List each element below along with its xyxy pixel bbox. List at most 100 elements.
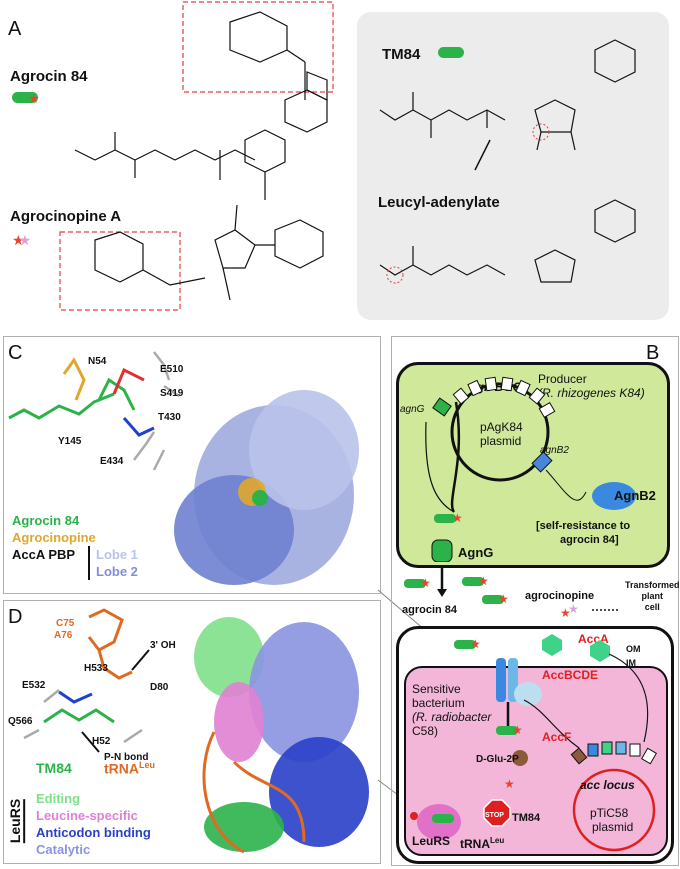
- residue-h533: H533: [84, 663, 108, 674]
- svg-text:★: ★: [498, 592, 509, 606]
- legend-agrocinopine: Agrocinopine: [12, 530, 96, 545]
- sensitive-label-4: C58): [412, 724, 439, 738]
- accbcde-label: AccBCDE: [542, 668, 599, 682]
- residue-a76: A76: [54, 630, 73, 641]
- ptic-label-1: pTiC58: [590, 806, 629, 820]
- red-star-icon: ★: [12, 232, 25, 248]
- trna-text: tRNA: [104, 760, 139, 777]
- agng-gene-label: agnG: [400, 404, 425, 415]
- label-pn-bond: P-N bond: [104, 752, 149, 763]
- tm84-title: TM84: [382, 46, 421, 63]
- residue-e532: E532: [22, 680, 46, 691]
- accf-label: AccF: [542, 730, 572, 744]
- self-resistance-1: [self-resistance to: [536, 520, 631, 532]
- svg-text:★: ★: [560, 606, 571, 620]
- sugar-ring-bottom-2: [274, 219, 324, 269]
- svg-text:★: ★: [452, 511, 463, 525]
- sensitive-diagram: ★ ★ ★: [410, 634, 658, 852]
- residue-d80: D80: [150, 682, 169, 693]
- panel-a-letter: A: [8, 18, 22, 40]
- label-tm84: TM84: [36, 760, 72, 776]
- residue-h52: H52: [92, 736, 111, 747]
- panel-d-letter: D: [8, 606, 23, 628]
- plasmid-label-2: plasmid: [480, 434, 522, 448]
- chemical-structures-right: [379, 39, 636, 284]
- sugar-ring-bottom-1: [94, 231, 144, 283]
- leurs-cartoon: [194, 617, 369, 854]
- legend-lobe2: Lobe 2: [96, 564, 138, 579]
- tm84-label-b: TM84: [512, 812, 541, 824]
- sensitive-label-1: Sensitive: [412, 682, 461, 696]
- producer-diagram: ★: [425, 376, 636, 562]
- trna-sup: Leu: [139, 760, 156, 770]
- analogs-box: [357, 12, 669, 320]
- trna-text-b: tRNA: [460, 837, 490, 851]
- green-pill-icon: [438, 47, 464, 58]
- agnb2-gene-label: agnB2: [540, 445, 569, 456]
- pink-star-icon: ★: [18, 232, 32, 248]
- legend-acca-pbp: AccA PBP: [12, 547, 76, 562]
- leucyladenylate-title: Leucyl-adenylate: [378, 194, 500, 211]
- self-resistance-2: agrocin 84]: [560, 534, 619, 546]
- chemical-structures-left: [59, 1, 334, 311]
- adenine-ring-leu: [594, 199, 636, 243]
- residue-y145: Y145: [58, 436, 82, 447]
- plant-label-3: cell: [644, 602, 660, 612]
- sugar-ring-top: [229, 11, 288, 63]
- plasmid-label-1: pAgK84: [480, 420, 523, 434]
- svg-text:★: ★: [478, 574, 489, 588]
- legend-agrocin84: Agrocin 84: [12, 513, 80, 528]
- sensitive-label-3: (R. radiobacter: [412, 710, 492, 724]
- fructose-ring: [214, 229, 256, 269]
- highlight-box-bottom: [59, 231, 181, 311]
- panel-c-structure: [8, 351, 359, 585]
- highlight-box-top: [182, 1, 334, 93]
- panel-d-legend: Editing Leucine-specific Anticodon bindi…: [36, 790, 151, 858]
- sensitive-label: Sensitive bacterium (R. radiobacter C58): [412, 682, 491, 738]
- om-label: OM: [626, 644, 641, 654]
- residue-t430: T430: [158, 412, 181, 423]
- trna-sup-b: Leu: [490, 836, 505, 845]
- im-label: IM: [626, 658, 636, 668]
- agrocin84-label-b: agrocin 84: [402, 604, 458, 616]
- svg-text:★: ★: [568, 602, 579, 616]
- plant-label-2: plant: [641, 591, 664, 601]
- trna-label-b: tRNALeu: [460, 836, 504, 851]
- panel-c-frame: [3, 336, 381, 594]
- legend-anticodon: Anticodon binding: [36, 825, 151, 840]
- stop-sign-label: STOP: [485, 812, 504, 819]
- protein-cartoon: [174, 390, 359, 585]
- residue-s419: S419: [160, 388, 184, 399]
- label-trna: tRNALeu: [104, 760, 155, 777]
- green-pill-icon: [12, 92, 38, 103]
- ribose-ring: [244, 129, 286, 173]
- residue-n54: N54: [88, 356, 107, 367]
- legend-catalytic: Catalytic: [36, 842, 91, 857]
- svg-text:★: ★: [512, 723, 523, 737]
- acc-locus-label: acc locus: [580, 778, 635, 792]
- agrocinopine-label-b: agrocinopine: [525, 590, 595, 602]
- legend-editing: Editing: [36, 791, 81, 806]
- adenine-ring-tm84: [594, 39, 636, 83]
- residue-q566: Q566: [8, 716, 33, 727]
- label-leurs-vertical: LeuRS: [7, 798, 26, 844]
- producer-label: Producer: [538, 372, 587, 386]
- residue-c75: C75: [56, 618, 75, 629]
- adenine-ring-2: [306, 71, 328, 101]
- agrocin-chain: [74, 149, 256, 161]
- agng-protein-label: AgnG: [458, 545, 494, 560]
- plant-label-1: Transformed: [625, 580, 680, 590]
- agng-channel: [431, 539, 453, 562]
- agnb2-protein-label: AgnB2: [614, 488, 656, 503]
- agrocinopine-icon: ★★: [12, 232, 31, 249]
- extracellular-molecules: ★ ★ ★ ★★: [404, 565, 618, 620]
- agrocin84-icon: ★: [12, 90, 40, 108]
- svg-text:★: ★: [504, 777, 515, 791]
- residue-e434: E434: [100, 456, 124, 467]
- panel-c-letter: C: [8, 342, 23, 364]
- agrocin84-title: Agrocin 84: [10, 68, 88, 85]
- panel-b-letter: B: [646, 342, 660, 364]
- ptic-label-2: plasmid: [592, 820, 634, 834]
- red-star-icon: ★: [28, 91, 40, 106]
- label-3oh: 3' OH: [150, 640, 176, 651]
